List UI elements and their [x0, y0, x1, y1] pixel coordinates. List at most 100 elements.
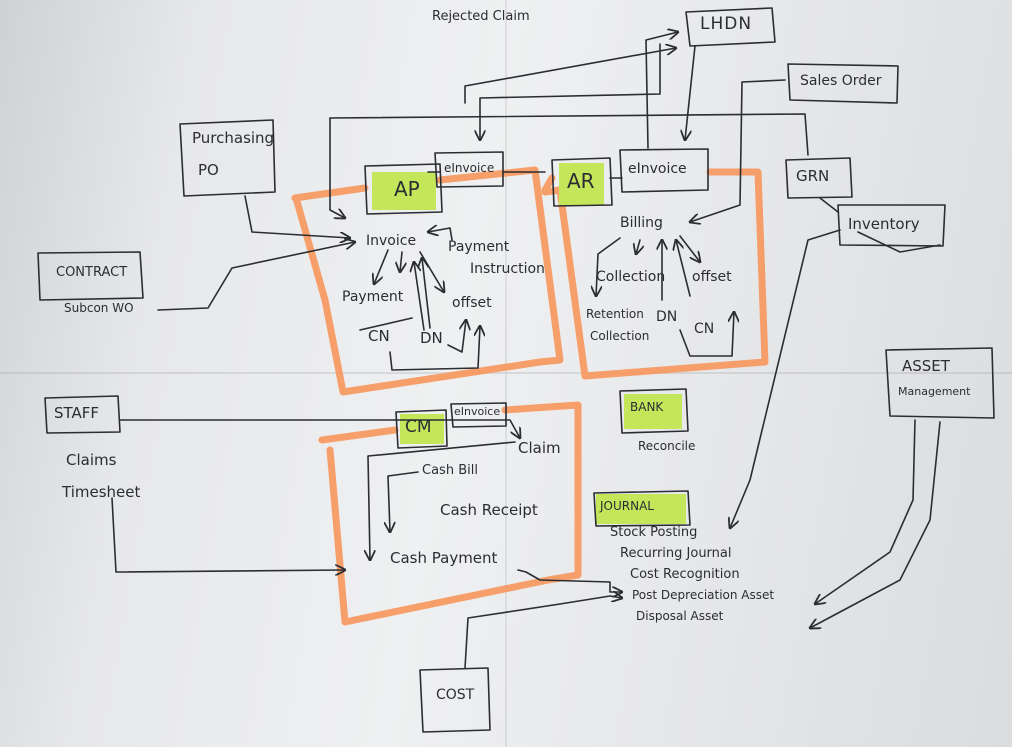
- claim-to-cash-payment-line: [368, 441, 516, 560]
- paper-fold-vertical: [505, 0, 507, 747]
- journal-label: JOURNAL: [600, 499, 654, 513]
- ap-payment-label: Payment: [342, 289, 404, 305]
- cm-claim-label: Claim: [518, 439, 561, 457]
- ar-offset-label: offset: [692, 269, 732, 285]
- journal-item-stock-posting: Stock Posting: [610, 525, 698, 540]
- bank-label: BANK: [630, 400, 664, 414]
- cn-to-billing-arrow: [676, 240, 691, 297]
- asset-to-depreciation-line: [815, 419, 916, 604]
- lhdn-to-ar-einvoice-line: [685, 45, 696, 140]
- timesheet-to-cash-payment-line: [111, 497, 345, 572]
- journal-box: [593, 490, 691, 527]
- contract-box: [37, 251, 144, 301]
- grn-label: GRN: [796, 167, 830, 185]
- ap-cn-label: CN: [368, 327, 390, 345]
- inventory-box: [837, 204, 946, 247]
- po-label: PO: [198, 161, 219, 179]
- inventory-to-stock-posting-line: [730, 229, 841, 528]
- journal-items-list: Stock Posting Recurring Journal Cost Rec…: [610, 525, 775, 631]
- ar-einvoice-to-lhdn-line: [645, 32, 678, 149]
- lhdn-label: LHDN: [700, 14, 753, 34]
- reconcile-label: Reconcile: [638, 439, 696, 453]
- ar-dn-label: DN: [656, 309, 678, 325]
- top-loop-line: [329, 113, 809, 156]
- ap-einvoice-label: eInvoice: [444, 161, 495, 175]
- staff-label: STAFF: [54, 404, 100, 422]
- ar-collection-label: Collection: [596, 269, 666, 285]
- ap-cn-dn-loop: [359, 318, 480, 371]
- payment-instruction-to-invoice-arrow: [428, 228, 453, 241]
- asset-to-disposal-line: [810, 421, 941, 628]
- journal-item-disposal-asset: Disposal Asset: [636, 609, 724, 623]
- ar-module-highlight: [541, 168, 769, 380]
- ap-label: AP: [394, 177, 420, 201]
- ap-offset-label: offset: [452, 295, 492, 311]
- cm-einvoice-label: eInvoice: [454, 405, 501, 418]
- inventory-to-billing-line: [857, 231, 941, 253]
- billing-to-collection-arrow: [636, 239, 640, 254]
- bank-label-highlight: [624, 394, 682, 429]
- ap-dn-offset-loop: [447, 320, 466, 353]
- lhdn-to-ap-einvoice-line: [480, 43, 661, 140]
- bank-box: [619, 388, 689, 434]
- claims-label: Claims: [66, 451, 117, 469]
- sales-order-to-billing-line: [690, 79, 786, 222]
- inventory-label: Inventory: [848, 215, 920, 233]
- cm-cash-receipt-label: Cash Receipt: [440, 501, 538, 519]
- invoice-to-payment-arrow-2: [400, 251, 402, 272]
- lhdn-box: [685, 7, 776, 47]
- asset-management-label: Management: [898, 385, 971, 398]
- purchasing-label: Purchasing: [192, 129, 275, 147]
- asset-label: ASSET: [902, 357, 950, 375]
- staff-box: [44, 395, 121, 434]
- cash-bill-to-cash-payment-line: [388, 471, 419, 532]
- ar-label: AR: [567, 169, 595, 193]
- billing-to-retention-arrow: [596, 237, 621, 296]
- invoice-to-payment-arrow: [374, 249, 389, 284]
- ap-einvoice-box: [434, 151, 504, 188]
- ar-cn-loop: [679, 312, 734, 357]
- paper-fold-horizontal: [0, 372, 1012, 374]
- rejected-claim-label: Rejected Claim: [432, 9, 530, 24]
- ap-dn-label: DN: [420, 329, 443, 347]
- cm-label-highlight: [400, 414, 444, 444]
- journal-label-highlight: [596, 494, 686, 524]
- cm-box: [395, 409, 448, 449]
- ar-einvoice-label: eInvoice: [628, 161, 687, 177]
- cost-label: COST: [436, 687, 475, 703]
- grn-to-inventory-line: [819, 197, 839, 213]
- sales-order-box: [787, 63, 899, 104]
- timesheet-label: Timesheet: [62, 483, 141, 501]
- purchasing-box: [179, 119, 276, 197]
- ap-invoice-label: Invoice: [366, 233, 417, 249]
- cn-to-invoice-arrow: [422, 258, 431, 329]
- cm-label: CM: [405, 417, 432, 437]
- billing-to-offset-arrow: [679, 235, 700, 262]
- journal-item-recurring-journal: Recurring Journal: [620, 546, 732, 561]
- sales-order-label: Sales Order: [800, 73, 882, 89]
- asset-box: [885, 347, 995, 419]
- ap-payment-instruction-label-1: Payment: [448, 239, 510, 255]
- rejected-claim-line: [464, 48, 676, 104]
- ar-retention-label-2: Collection: [590, 329, 650, 343]
- subcon-to-invoice-line: [157, 242, 355, 311]
- contract-label: CONTRACT: [56, 265, 128, 280]
- ap-payment-instruction-label-2: Instruction: [470, 261, 545, 277]
- ar-box: [551, 157, 613, 207]
- dn-to-invoice-arrow: [414, 262, 425, 331]
- cm-module-highlight: [318, 401, 582, 626]
- staff-to-claim-line: [119, 419, 520, 438]
- ar-cn-label: CN: [694, 321, 715, 337]
- cm-cash-payment-label: Cash Payment: [390, 549, 498, 567]
- ap-box: [364, 163, 443, 215]
- cm-cash-bill-label: Cash Bill: [422, 463, 478, 478]
- ar-billing-label: Billing: [620, 215, 663, 231]
- journal-item-cost-recognition: Cost Recognition: [630, 567, 740, 582]
- journal-item-post-depreciation-asset: Post Depreciation Asset: [632, 588, 775, 602]
- cost-to-cost-recognition-line: [464, 596, 622, 669]
- po-to-invoice-line: [244, 195, 350, 238]
- grn-box: [785, 157, 853, 199]
- subcon-wo-label: Subcon WO: [64, 301, 134, 315]
